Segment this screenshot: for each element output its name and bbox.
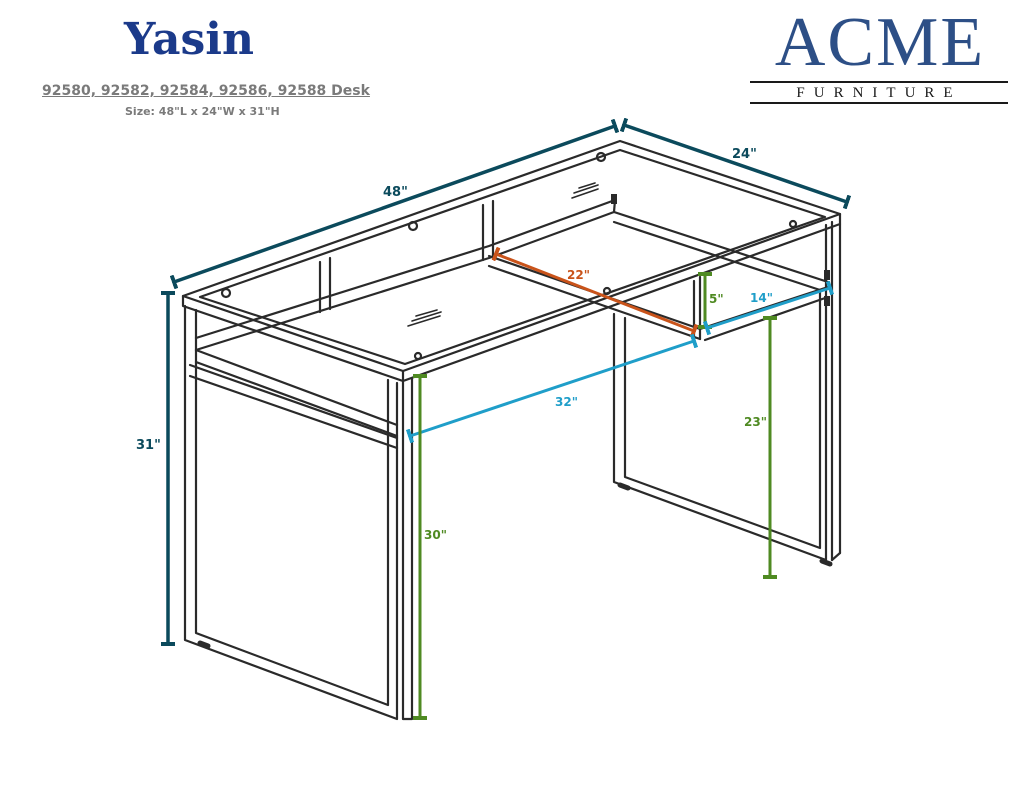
drawer-width-dim-line bbox=[702, 280, 835, 336]
length-dim-label: 48" bbox=[383, 185, 408, 200]
inner-depth-dim-label: 22" bbox=[567, 268, 590, 282]
drawer-width-dim-label: 14" bbox=[750, 291, 773, 305]
desk-frame bbox=[181, 139, 842, 721]
product-title: Yasin bbox=[124, 14, 254, 65]
inner-width-dim-line bbox=[405, 333, 699, 444]
acme-logo: ACME FURNITURE bbox=[750, 4, 1010, 104]
logo-rule-bottom bbox=[750, 102, 1008, 104]
inner-width-dim-label: 32" bbox=[555, 395, 578, 409]
logo-rule-top bbox=[750, 81, 1008, 83]
model-numbers: 92580, 92582, 92584, 92586, 92588 Desk bbox=[42, 83, 370, 99]
top-rim-thickness bbox=[181, 212, 842, 383]
size-summary: Size: 48"L x 24"W x 31"H bbox=[125, 105, 280, 118]
right-back-leg bbox=[612, 223, 828, 562]
length-dim-line bbox=[169, 118, 620, 290]
width-dim-label: 24" bbox=[732, 147, 757, 162]
logo-wordmark: ACME bbox=[774, 4, 986, 81]
left-front-leg bbox=[183, 304, 399, 721]
front-right-leg bbox=[401, 377, 414, 721]
inner-depth-dim-line bbox=[491, 246, 699, 339]
height-dim-label: 31" bbox=[136, 438, 161, 453]
top-outer-rim bbox=[181, 139, 842, 373]
leg-height-dim-label: 30" bbox=[424, 528, 447, 542]
logo-subtitle: FURNITURE bbox=[796, 85, 962, 101]
width-dim-line bbox=[619, 117, 852, 210]
knee-height-dim-label: 23" bbox=[744, 415, 767, 429]
drawer-height-dim-label: 5" bbox=[709, 292, 724, 306]
